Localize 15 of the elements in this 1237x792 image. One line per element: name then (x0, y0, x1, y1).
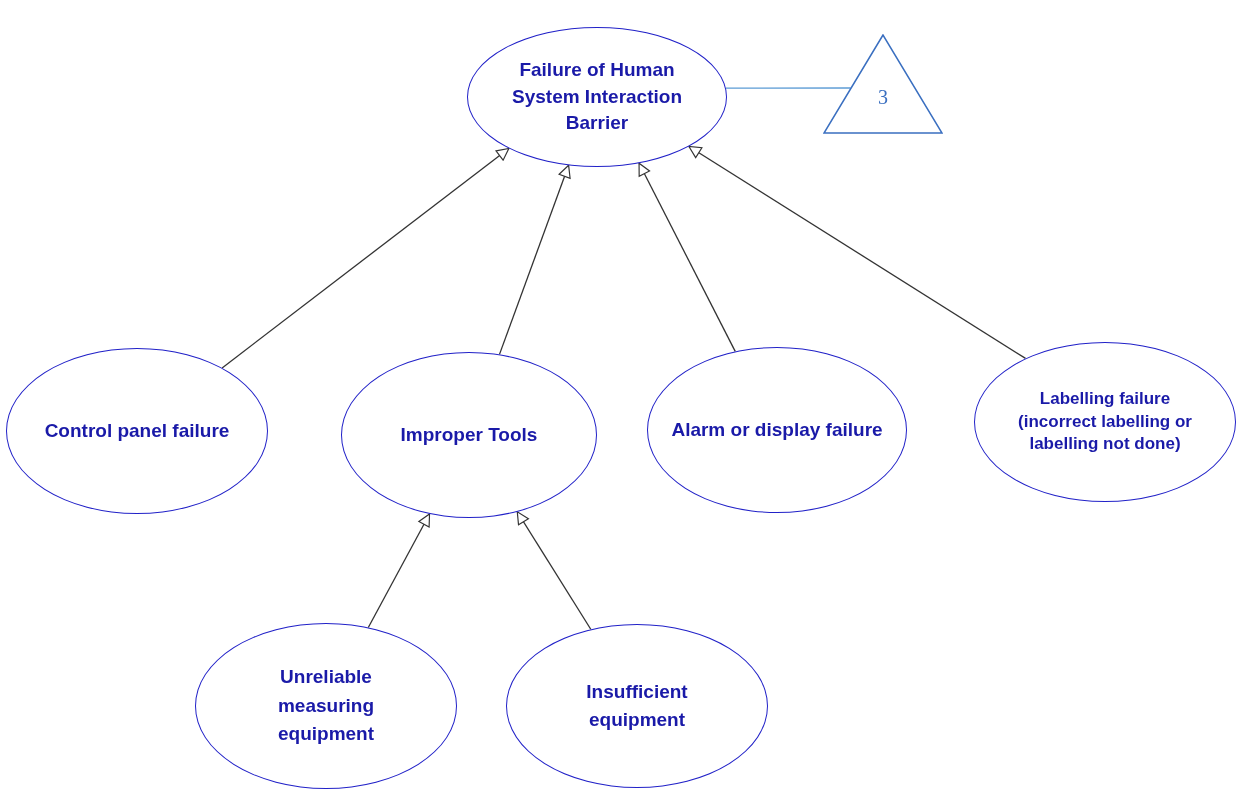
node-label: Unreliable measuring equipment (276, 665, 376, 747)
arrow (221, 147, 510, 369)
node-label: Improper Tools (399, 422, 539, 447)
node-label: Insufficient equipment (585, 679, 689, 732)
arrow (688, 145, 1027, 360)
node-label: Labelling failure (incorrect labelling or labelling not done) (1017, 387, 1193, 456)
node-label: Control panel failure (43, 418, 231, 443)
triangle-node (823, 34, 943, 134)
node-label: Alarm or display failure (670, 417, 884, 442)
arrow (367, 513, 431, 629)
connector-line (725, 87, 852, 89)
arrow (516, 511, 592, 630)
arrow (638, 162, 736, 353)
node-label: 3 (878, 85, 888, 110)
node-label: Failure of Human System Interaction Barrier (511, 58, 683, 136)
